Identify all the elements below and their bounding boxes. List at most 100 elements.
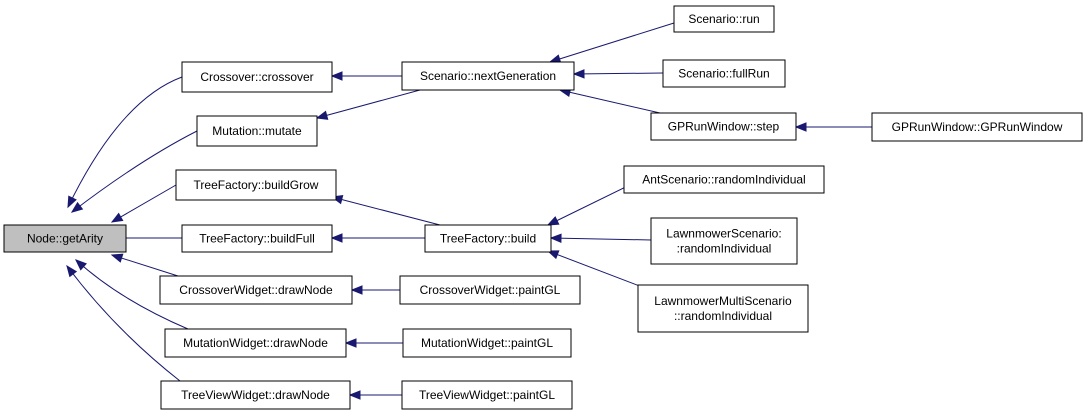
node-mwPaintGL[interactable]: MutationWidget::paintGL bbox=[402, 328, 572, 358]
node-label: TreeFactory::build bbox=[440, 232, 536, 246]
node-box bbox=[164, 328, 347, 358]
node-mutate[interactable]: Mutation::mutate bbox=[196, 115, 318, 147]
edge-lawnMultiRand-to-build bbox=[546, 250, 651, 291]
node-label: :randomIndividual bbox=[677, 242, 772, 256]
node-step[interactable]: GPRunWindow::step bbox=[650, 112, 797, 141]
node-label: MutationWidget::paintGL bbox=[421, 336, 553, 350]
arrowhead bbox=[330, 71, 343, 81]
node-box bbox=[662, 59, 786, 88]
arrowhead bbox=[572, 69, 585, 79]
node-buildGrow[interactable]: TreeFactory::buildGrow bbox=[175, 169, 337, 201]
node-cwDrawNode[interactable]: CrossoverWidget::drawNode bbox=[159, 275, 353, 305]
node-label: MutationWidget::drawNode bbox=[183, 336, 328, 350]
edge-fullRun-to-nextGen bbox=[572, 69, 664, 79]
arrowhead bbox=[110, 212, 124, 223]
arrowhead bbox=[549, 233, 562, 243]
node-crossover[interactable]: Crossover::crossover bbox=[181, 61, 333, 93]
node-label: Mutation::mutate bbox=[212, 124, 302, 138]
edge-line bbox=[71, 130, 198, 213]
node-label: CrossoverWidget::paintGL bbox=[420, 283, 561, 297]
node-box bbox=[871, 112, 1083, 142]
edge-line bbox=[66, 265, 181, 382]
arrowhead bbox=[66, 264, 78, 278]
node-box bbox=[637, 284, 809, 333]
arrowhead bbox=[794, 122, 807, 132]
node-tvPaintGL[interactable]: TreeViewWidget::paintGL bbox=[401, 380, 573, 410]
node-label: GPRunWindow::step bbox=[668, 120, 780, 134]
node-label: LawnmowerScenario: bbox=[666, 227, 781, 241]
node-antRand[interactable]: AntScenario::randomIndividual bbox=[623, 165, 825, 194]
node-nextGen[interactable]: Scenario::nextGeneration bbox=[401, 61, 575, 91]
node-box bbox=[196, 115, 318, 147]
edge-mwDrawNode-to-getArity bbox=[75, 259, 189, 330]
arrowhead bbox=[350, 285, 363, 295]
arrowhead bbox=[344, 338, 357, 348]
edge-line bbox=[547, 250, 651, 291]
edge-mwPaintGL-to-mwDrawNode bbox=[344, 338, 403, 348]
edge-tvPaintGL-to-tvDrawNode bbox=[348, 390, 402, 400]
node-fullRun[interactable]: Scenario::fullRun bbox=[662, 59, 786, 88]
node-run[interactable]: Scenario::run bbox=[673, 5, 775, 33]
node-label: Scenario::run bbox=[688, 12, 759, 26]
edge-crossover-to-getArity bbox=[67, 76, 183, 209]
edge-gpRunWindow-to-step bbox=[794, 122, 872, 132]
node-box bbox=[623, 165, 825, 194]
node-label: Crossover::crossover bbox=[200, 70, 313, 84]
edge-run-to-nextGen bbox=[548, 22, 675, 64]
arrowhead bbox=[70, 201, 84, 213]
node-label: Node::getArity bbox=[27, 232, 103, 246]
node-box bbox=[650, 217, 798, 265]
edge-line bbox=[549, 22, 675, 63]
node-box bbox=[160, 380, 351, 410]
node-lawnRand[interactable]: LawnmowerScenario::randomIndividual bbox=[650, 217, 798, 265]
edge-nextGen-to-mutate bbox=[315, 89, 421, 120]
edge-build-to-buildGrow bbox=[330, 195, 441, 226]
edge-cwDrawNode-to-getArity bbox=[110, 253, 179, 277]
arrowhead bbox=[546, 216, 560, 226]
arrowhead bbox=[315, 110, 329, 120]
edge-build-to-buildFull bbox=[330, 233, 425, 243]
node-label: Scenario::fullRun bbox=[678, 67, 769, 81]
node-box bbox=[424, 224, 552, 253]
node-label: CrossoverWidget::drawNode bbox=[179, 283, 333, 297]
node-label: TreeFactory::buildGrow bbox=[194, 178, 319, 192]
node-box bbox=[175, 169, 337, 201]
node-lawnMultiRand[interactable]: LawnmowerMultiScenario::randomIndividual bbox=[637, 284, 809, 333]
node-box bbox=[181, 224, 333, 253]
arrowhead bbox=[330, 233, 343, 243]
edge-line bbox=[559, 89, 661, 114]
edge-tvDrawNode-to-getArity bbox=[66, 264, 181, 382]
node-build[interactable]: TreeFactory::build bbox=[424, 224, 552, 253]
node-box bbox=[3, 224, 127, 253]
arrowhead bbox=[348, 390, 361, 400]
edge-cwPaintGL-to-cwDrawNode bbox=[350, 285, 400, 295]
node-gpRunWindow[interactable]: GPRunWindow::GPRunWindow bbox=[871, 112, 1083, 142]
node-box bbox=[401, 61, 575, 91]
node-buildFull[interactable]: TreeFactory::buildFull bbox=[181, 224, 333, 253]
edge-line bbox=[111, 184, 177, 223]
edge-line bbox=[331, 196, 441, 226]
node-label: GPRunWindow::GPRunWindow bbox=[892, 120, 1063, 134]
node-label: AntScenario::randomIndividual bbox=[642, 173, 805, 187]
arrowhead bbox=[75, 259, 87, 271]
edge-line bbox=[75, 259, 189, 330]
node-box bbox=[673, 5, 775, 33]
node-box bbox=[650, 112, 797, 141]
arrowhead bbox=[546, 250, 560, 260]
edge-line bbox=[573, 72, 664, 75]
node-mwDrawNode[interactable]: MutationWidget::drawNode bbox=[164, 328, 347, 358]
edge-line bbox=[316, 89, 421, 119]
node-label: TreeViewWidget::drawNode bbox=[181, 388, 330, 402]
node-box bbox=[402, 328, 572, 358]
node-label: LawnmowerMultiScenario bbox=[654, 294, 792, 308]
node-label: ::randomIndividual bbox=[674, 309, 772, 323]
node-label: Scenario::nextGeneration bbox=[420, 69, 556, 83]
node-getArity[interactable]: Node::getArity bbox=[3, 224, 127, 253]
edge-lawnRand-to-build bbox=[549, 233, 652, 243]
node-cwPaintGL[interactable]: CrossoverWidget::paintGL bbox=[399, 275, 581, 305]
edge-mutate-to-getArity bbox=[70, 130, 198, 213]
node-tvDrawNode[interactable]: TreeViewWidget::drawNode bbox=[160, 380, 351, 410]
edge-line bbox=[111, 254, 179, 277]
node-box bbox=[159, 275, 353, 305]
